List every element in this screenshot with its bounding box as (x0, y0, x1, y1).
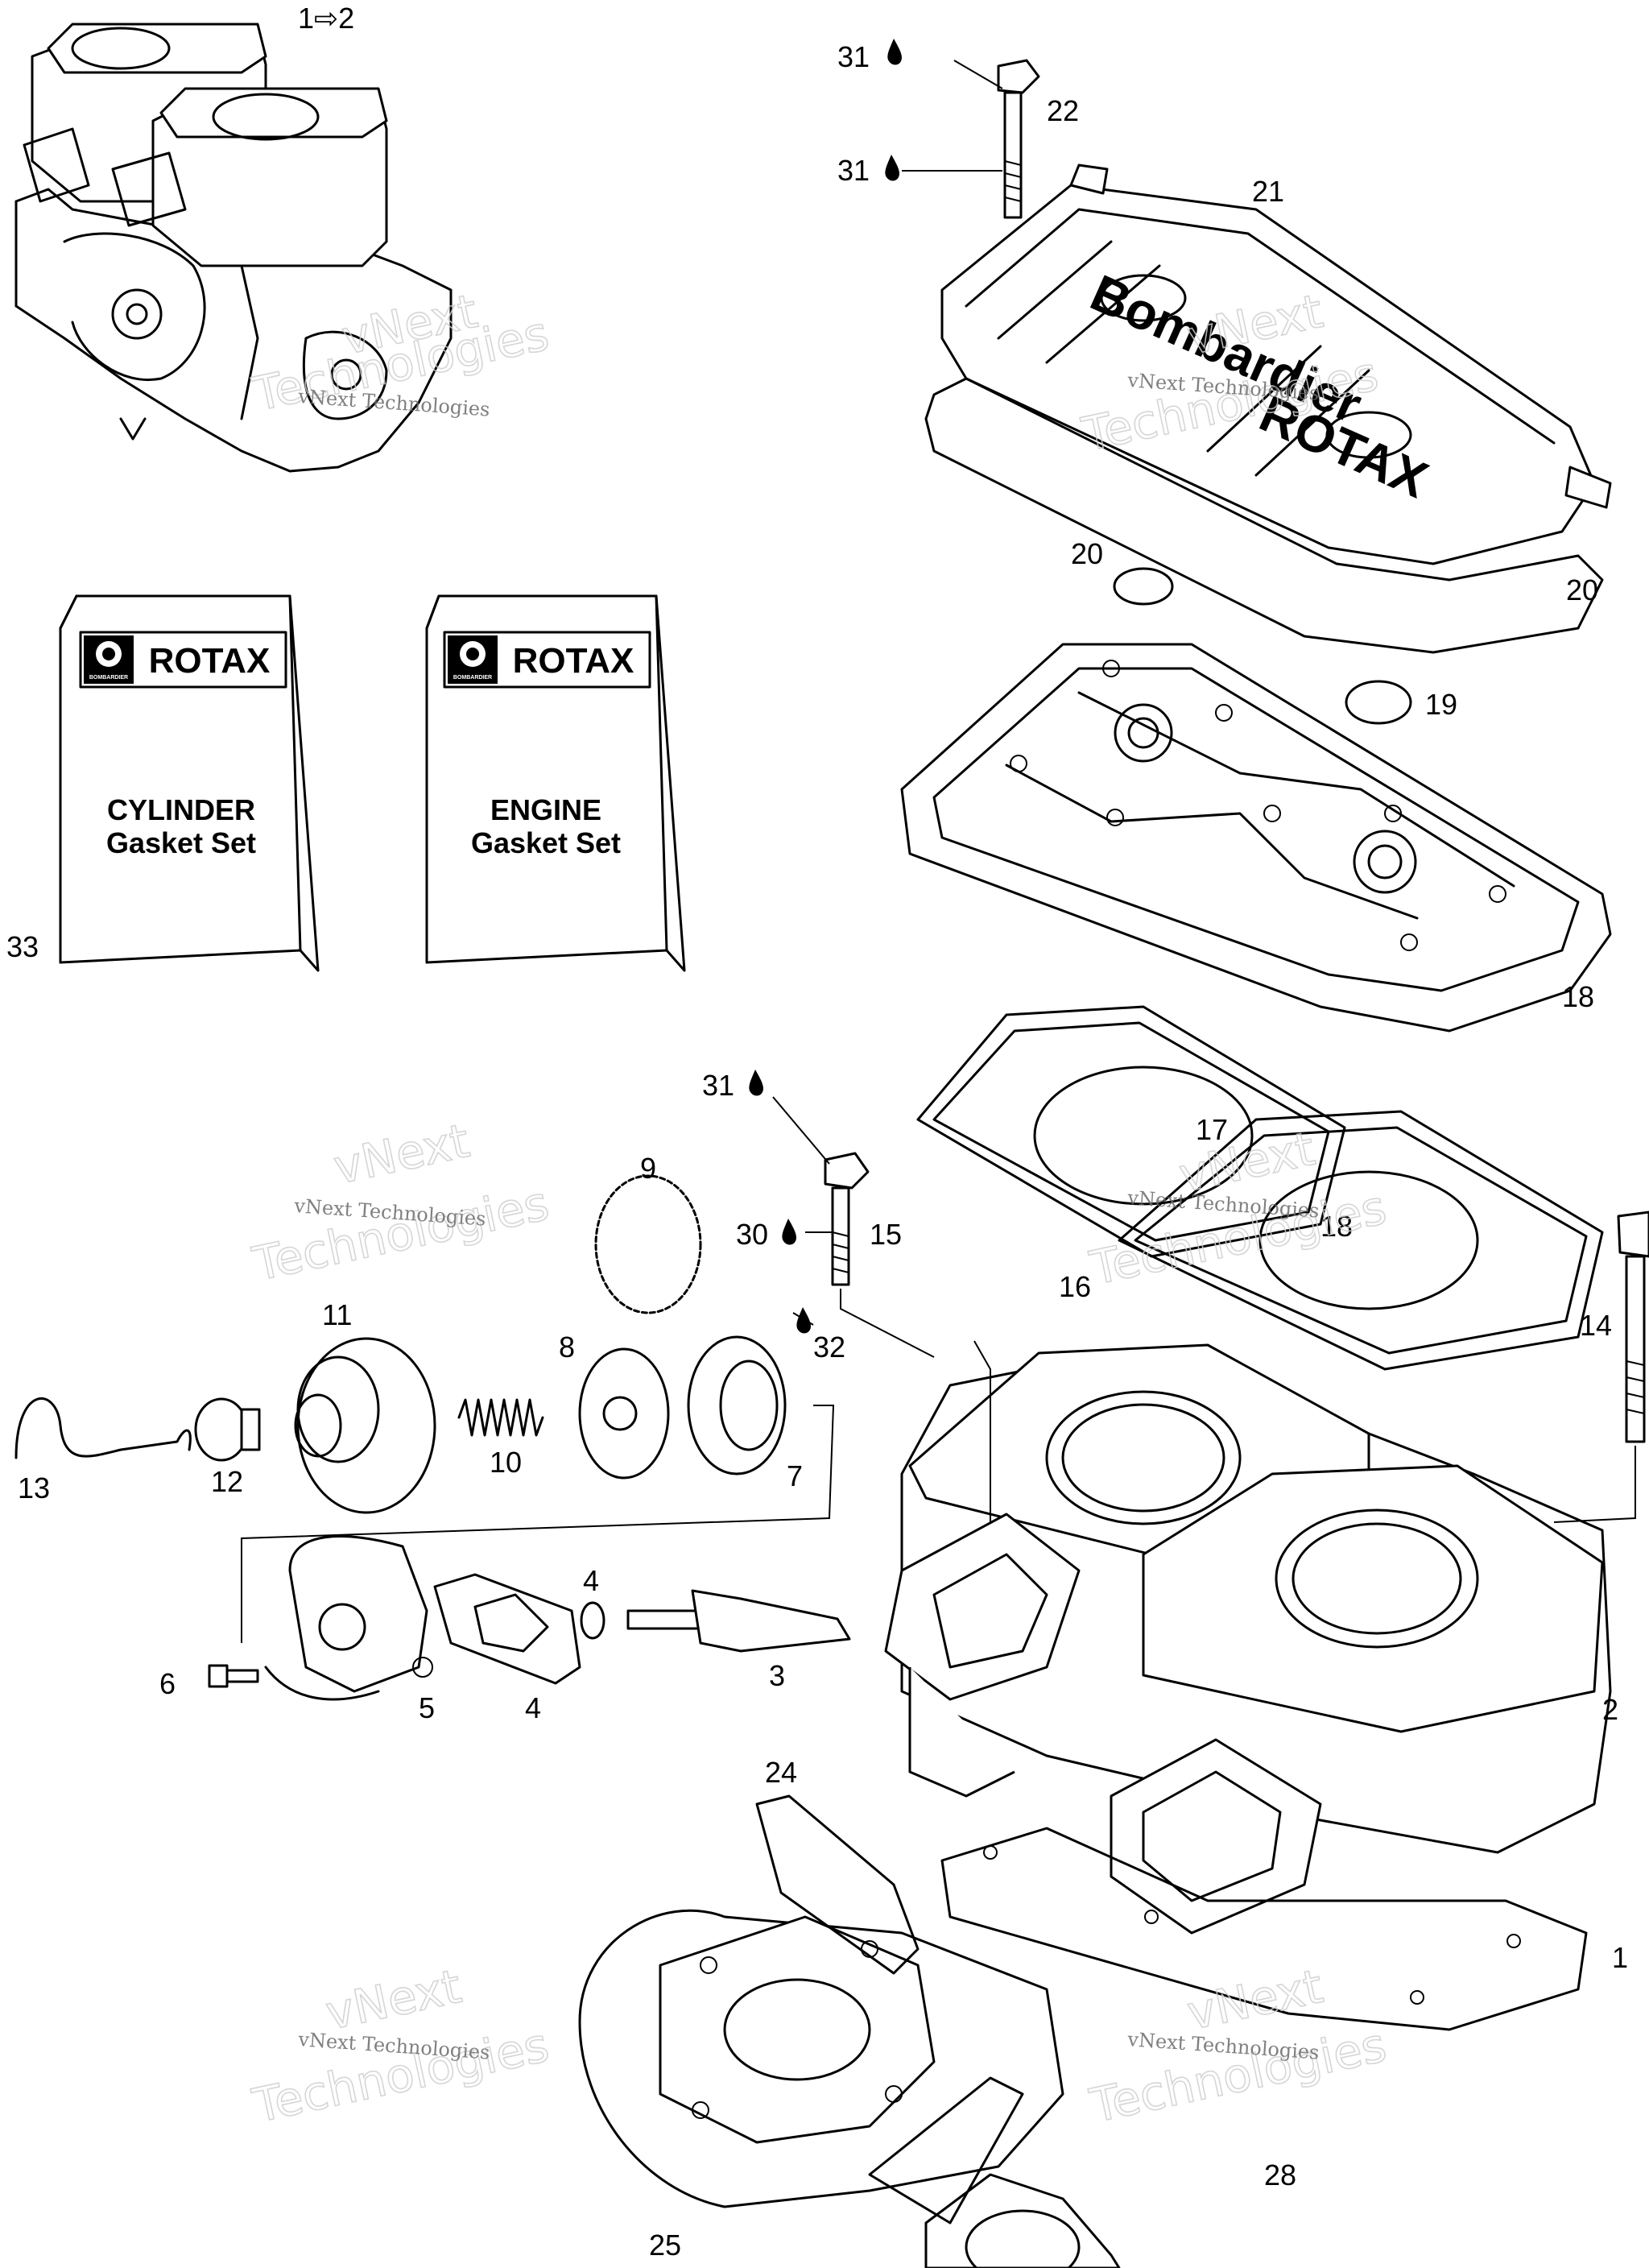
bolt-15 (1617, 1211, 1649, 1443)
part-label: 4 (525, 1691, 541, 1724)
cylinder-gasket-kit: BOMBARDIER ROTAX CYLINDER Gasket Set (59, 594, 320, 972)
part-label: 3 (769, 1659, 785, 1692)
part-label: 11 (322, 1298, 352, 1331)
part-label: 33 (6, 930, 39, 963)
part-label: 20 (1566, 573, 1598, 606)
part-label: 32 (813, 1331, 845, 1364)
o-ring (1345, 680, 1412, 725)
part-label: 17 (1196, 1113, 1228, 1146)
leader-line (241, 1405, 835, 1643)
engine-gasket-kit: BOMBARDIER ROTAX ENGINE Gasket Set (425, 594, 686, 972)
o-ring (580, 1601, 605, 1640)
kit-title-line2: Gasket Set (106, 826, 256, 859)
part-label: 5 (419, 1691, 435, 1724)
part-label: 19 (1425, 688, 1457, 721)
valve-bellows (687, 1335, 787, 1475)
part-label: 4 (583, 1564, 599, 1597)
part-label: 31 (837, 154, 870, 187)
svg-text:vNext: vNext (321, 1959, 466, 2041)
part-label: 7 (787, 1459, 803, 1492)
manifold-gasket (755, 1794, 920, 1975)
kit-title-line1: ENGINE (490, 793, 601, 826)
leader-line (953, 60, 1003, 89)
head-cover-gasket (924, 377, 1604, 654)
leader-line (973, 1340, 991, 1522)
valve-housing (264, 1535, 433, 1701)
part-label: 1 (1612, 1941, 1628, 1974)
part-label: 31 (702, 1069, 734, 1102)
kit-maker-text: BOMBARDIER (453, 675, 492, 681)
leader-line (840, 1289, 935, 1358)
part-label: 1⇨2 (298, 2, 354, 35)
oil-drop-icon (796, 1307, 811, 1334)
engine-assembly-drawing (14, 23, 453, 473)
valve-spring (457, 1398, 544, 1437)
part-label: 2 (1602, 1693, 1618, 1726)
part-label: 22 (1047, 94, 1079, 127)
o-ring (1113, 567, 1174, 606)
part-label: 10 (490, 1446, 522, 1479)
watermark: vNext Technologies vNext Technologies (247, 1958, 554, 2134)
part-label: 12 (211, 1465, 243, 1498)
part-label: 6 (159, 1667, 176, 1700)
screw (208, 1664, 259, 1688)
kit-brand-text: ROTAX (513, 641, 634, 681)
oil-drop-icon (782, 1219, 796, 1245)
part-label: 13 (18, 1471, 50, 1504)
watermark: vNext Technologies vNext Technologies (247, 1112, 554, 1293)
exhaust-valve (626, 1589, 851, 1653)
oil-drop-icon (885, 155, 899, 181)
cylinder-head-cover: Bombardier ROTAX (940, 163, 1612, 565)
leader-line (1553, 1446, 1636, 1523)
cylinder-head (900, 643, 1612, 1033)
exhaust-manifold (578, 1909, 1121, 2268)
part-label: 9 (640, 1152, 656, 1185)
svg-text:vNext: vNext (1183, 1959, 1328, 2041)
valve-gasket (433, 1573, 581, 1685)
svg-text:Technologies: Technologies (248, 1176, 554, 1292)
part-label: 28 (1264, 2158, 1296, 2191)
retaining-ring (594, 1174, 702, 1314)
kit-brand-text: ROTAX (149, 641, 271, 681)
part-label: 16 (1059, 1270, 1091, 1303)
part-label: 31 (837, 40, 870, 73)
watermark: vNext Technologies vNext Technologies (1085, 1120, 1391, 1297)
watermark: vNext Technologies vNext Technologies (1085, 1958, 1391, 2134)
part-label: 30 (736, 1218, 768, 1251)
head-gasket-right (1118, 1110, 1604, 1371)
bolt-16 (824, 1152, 870, 1286)
part-label: 15 (870, 1218, 902, 1251)
part-label: 21 (1252, 175, 1284, 208)
part-label: 20 (1071, 537, 1103, 570)
part-label: 14 (1580, 1309, 1612, 1342)
wire-clip (14, 1397, 192, 1459)
oil-drop-icon (749, 1070, 763, 1096)
leader-line (772, 1096, 830, 1165)
valve-piston (578, 1347, 670, 1480)
kit-title-line2: Gasket Set (471, 826, 621, 859)
valve-cover (294, 1337, 436, 1514)
valve-cap (194, 1397, 261, 1462)
kit-title-line1: CYLINDER (107, 793, 255, 826)
part-label: 18 (1562, 980, 1594, 1013)
part-label: 24 (765, 1756, 797, 1789)
svg-text:vNext: vNext (329, 1113, 474, 1195)
bolt-23 (997, 59, 1040, 219)
cylinder-block (884, 1343, 1612, 2031)
kit-maker-text: BOMBARDIER (89, 675, 128, 681)
part-label: 25 (649, 2229, 681, 2262)
oil-drop-icon (887, 39, 902, 65)
part-label: 8 (559, 1331, 575, 1364)
part-label: 18 (1320, 1210, 1353, 1243)
manifold-gasket (868, 2076, 1024, 2225)
